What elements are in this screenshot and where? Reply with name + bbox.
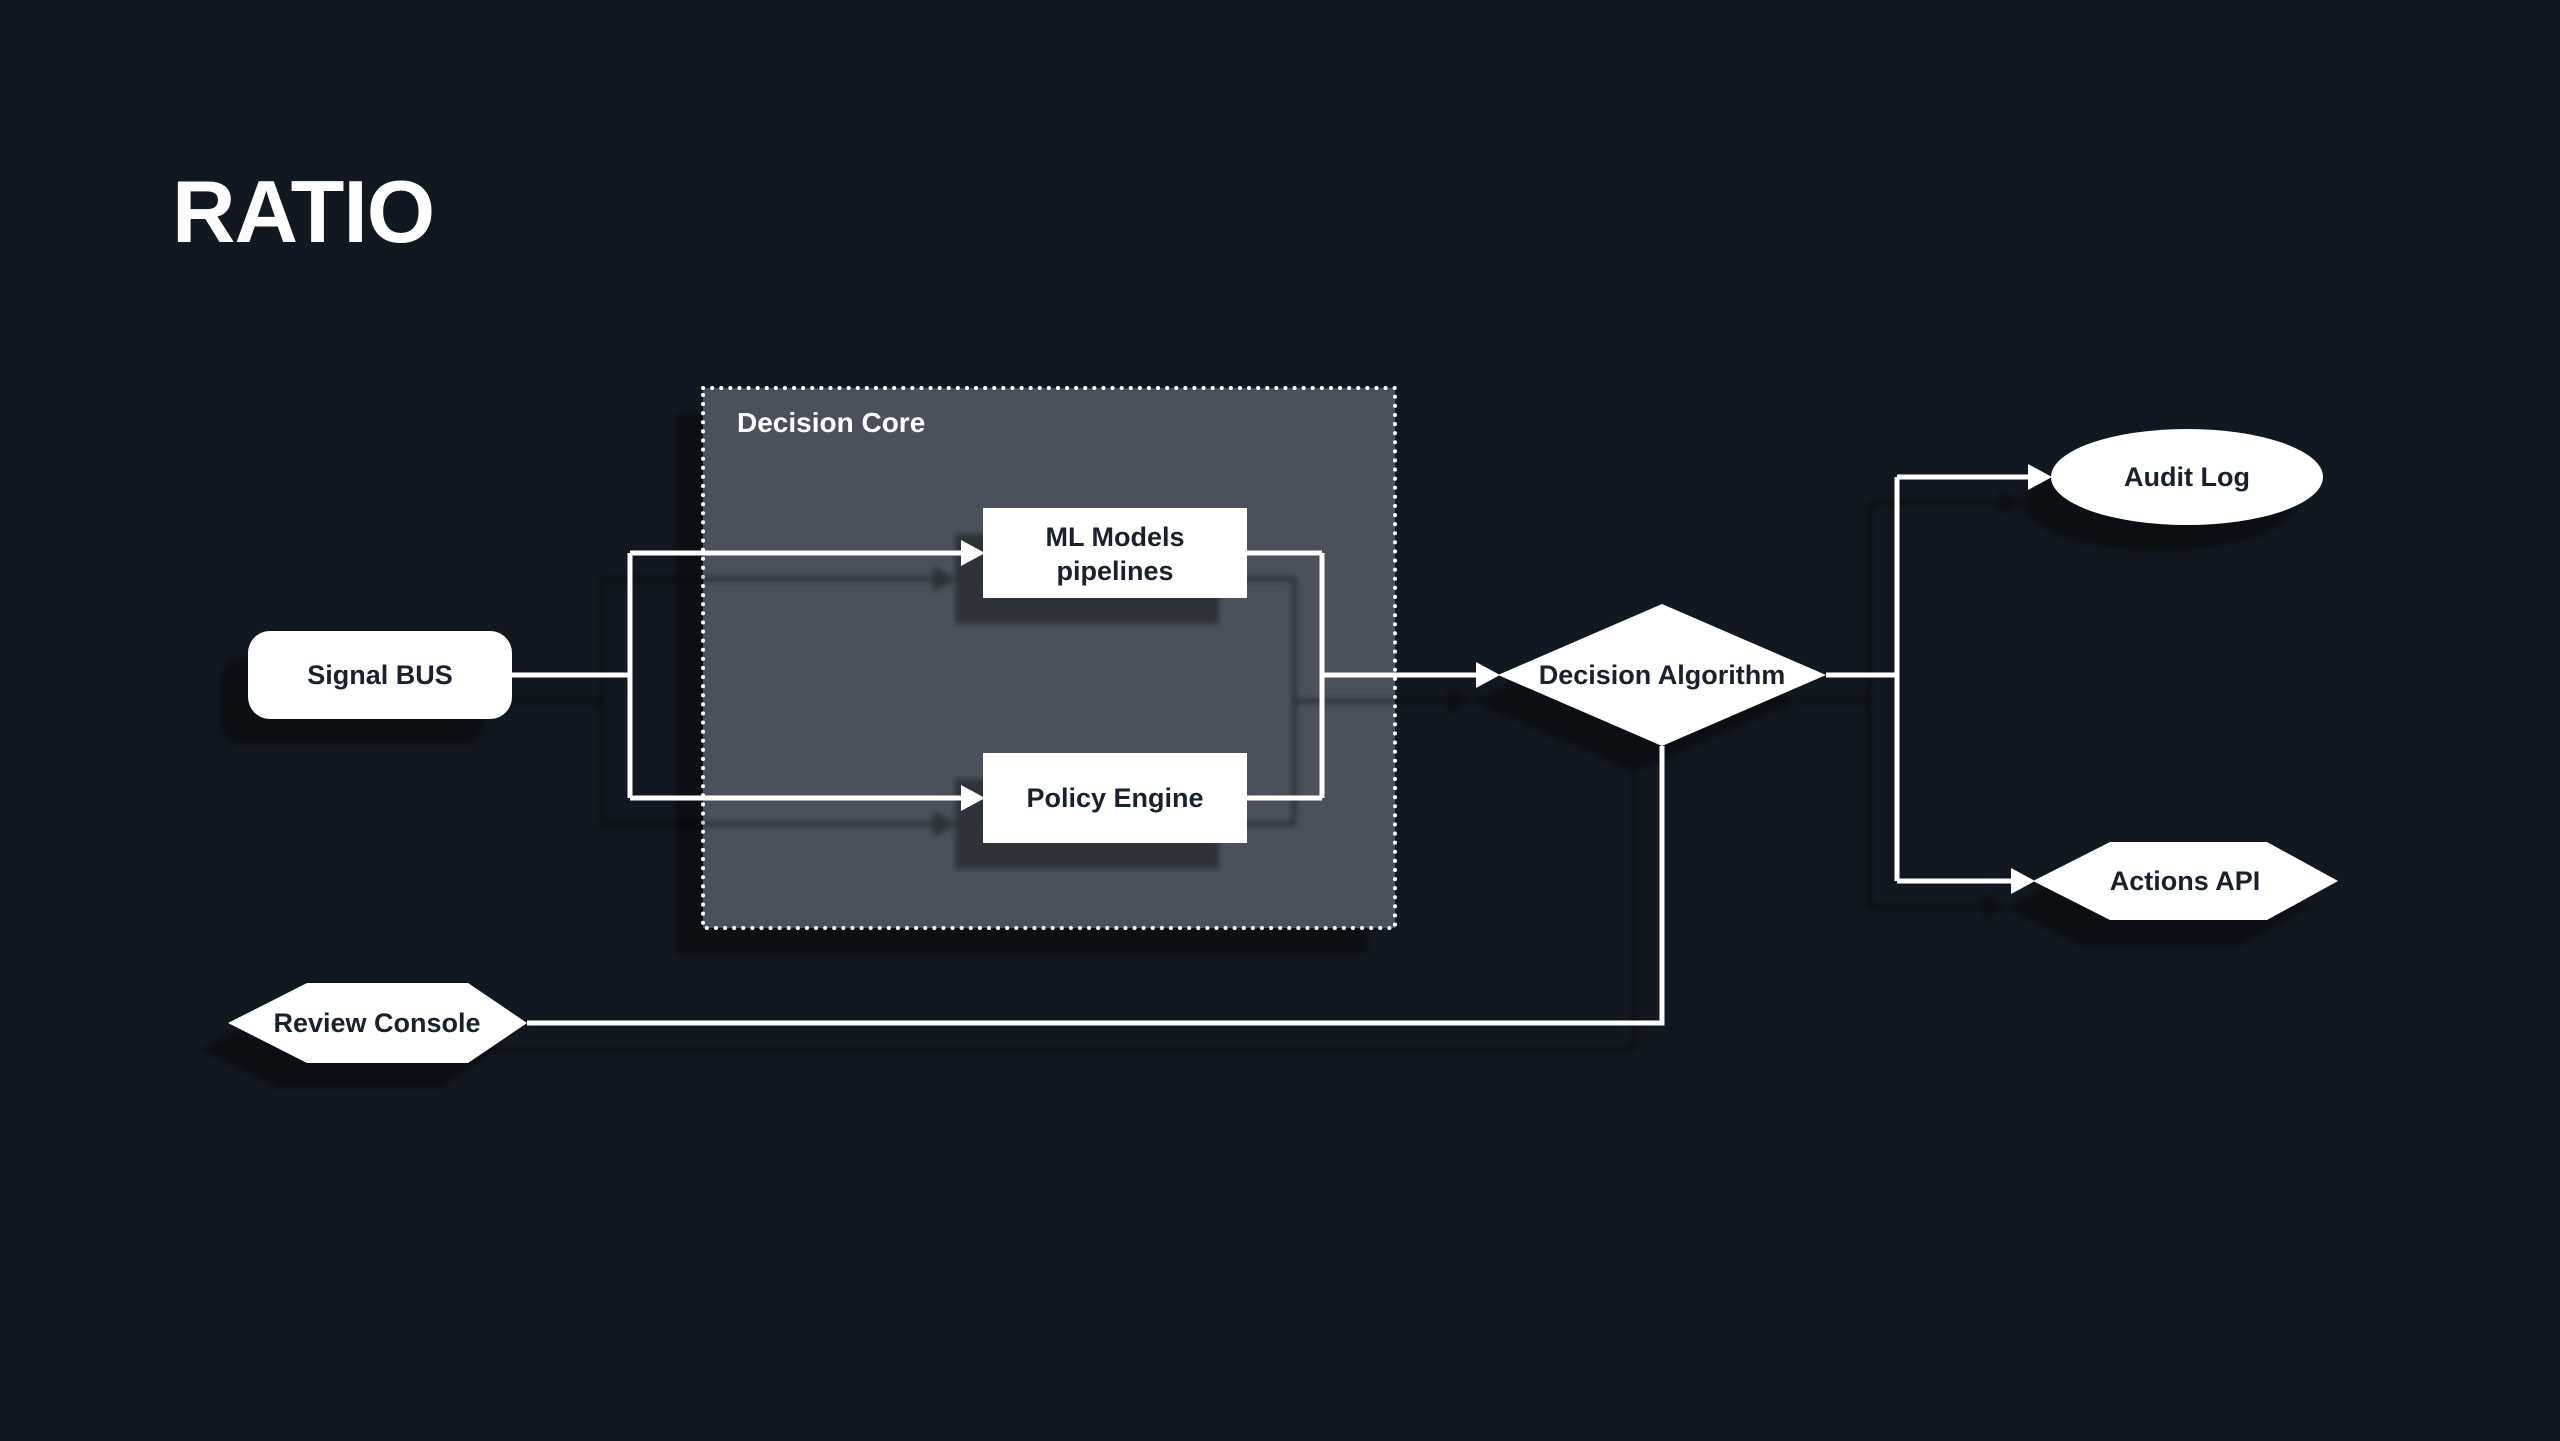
arrowhead-policy-engine bbox=[961, 785, 985, 811]
arrowhead-decision-algorithm bbox=[1476, 662, 1500, 688]
actions-api-label: Actions API bbox=[2110, 866, 2261, 896]
node-review-console: Review Console bbox=[228, 983, 527, 1063]
audit-log-label: Audit Log bbox=[2124, 462, 2250, 492]
arrowhead-ml-models bbox=[961, 540, 985, 566]
node-audit-log: Audit Log bbox=[2051, 429, 2323, 525]
decision-algorithm-shape bbox=[1498, 604, 1826, 746]
ml-models-label-line1: ML Models bbox=[1045, 522, 1184, 552]
node-ml-models-pipelines: ML Models pipelines bbox=[983, 508, 1247, 598]
arrowheads bbox=[961, 464, 2052, 894]
signal-bus-label: Signal BUS bbox=[307, 660, 453, 690]
ml-models-shape bbox=[983, 508, 1247, 598]
actions-api-shape bbox=[2033, 842, 2338, 920]
decision-algorithm-label: Decision Algorithm bbox=[1539, 660, 1786, 690]
review-console-shape bbox=[228, 983, 527, 1063]
node-decision-algorithm: Decision Algorithm bbox=[1498, 604, 1826, 746]
node-policy-engine: Policy Engine bbox=[983, 753, 1247, 843]
edge-to-review-console bbox=[527, 746, 1665, 1026]
edges bbox=[512, 474, 2028, 1026]
review-console-label: Review Console bbox=[273, 1008, 480, 1038]
ml-models-label-line2: pipelines bbox=[1056, 556, 1173, 586]
arrowhead-audit-log bbox=[2028, 464, 2052, 490]
arrowhead-actions-api bbox=[2011, 868, 2035, 894]
audit-log-shape bbox=[2051, 429, 2323, 525]
page-title: RATIO bbox=[172, 162, 435, 261]
node-actions-api: Actions API bbox=[2033, 842, 2338, 920]
policy-engine-shape bbox=[983, 753, 1247, 843]
decision-core-label: Decision Core bbox=[737, 407, 925, 438]
node-signal-bus: Signal BUS bbox=[248, 631, 512, 719]
policy-engine-label: Policy Engine bbox=[1026, 783, 1203, 813]
signal-bus-shape bbox=[248, 631, 512, 719]
